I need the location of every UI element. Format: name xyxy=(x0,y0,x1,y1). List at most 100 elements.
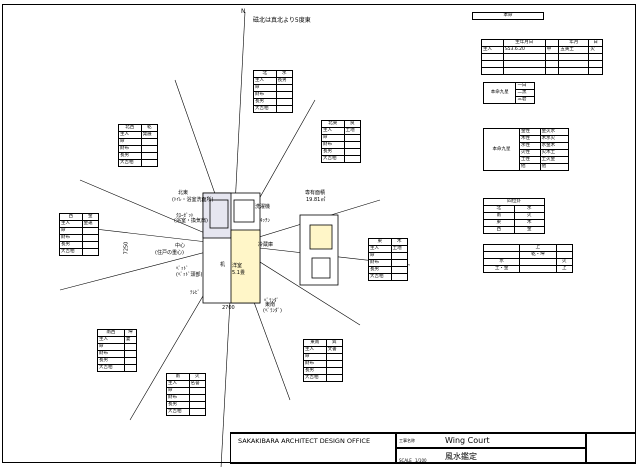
table-cell xyxy=(502,53,546,61)
table-cell: 長男 xyxy=(59,241,83,249)
table-row: 財布 xyxy=(321,141,362,149)
table-cell: 土・金 xyxy=(482,265,521,273)
table-cell xyxy=(81,227,100,235)
table-cell xyxy=(188,394,207,402)
kasei-table: 本命九星金性金火水木性木水火水性水金木火性火木土土性土火金他他 xyxy=(482,128,570,171)
table-cell: 大吉相 xyxy=(166,408,190,416)
table-cell xyxy=(544,60,560,68)
table-cell: 命 xyxy=(253,84,277,92)
table-row: 財布 xyxy=(59,234,100,242)
office-cell xyxy=(230,433,396,464)
table-cell: 財布 xyxy=(118,145,142,153)
table-cell xyxy=(481,60,504,68)
table-cell: 三碧 xyxy=(515,96,535,104)
direction-table-northwest: 北西乾主人発展命財布長男大吉相 xyxy=(118,124,159,167)
table-cell xyxy=(390,266,409,274)
table-header: 北 xyxy=(253,70,277,78)
table-header: 南 xyxy=(166,373,190,381)
table-header: 年月 xyxy=(558,39,590,47)
height-dim: 7250 xyxy=(123,241,130,255)
direction-table-west: 西金主人金運命財布長男大吉相 xyxy=(59,213,100,256)
table-cell xyxy=(481,53,504,61)
table-cell xyxy=(519,265,557,273)
table-cell xyxy=(343,141,362,149)
table-cell: S53.6.20 xyxy=(502,46,546,54)
table-cell: 他 xyxy=(519,163,541,171)
table-row: 財布 xyxy=(253,91,294,99)
plan-label: 5.1畳 xyxy=(232,270,245,276)
table-cell: 発展 xyxy=(140,131,159,139)
table-cell: 主人 xyxy=(118,131,142,139)
table-cell xyxy=(343,155,362,163)
table-row: 命 xyxy=(368,252,409,260)
table-cell xyxy=(555,251,573,259)
table-cell xyxy=(275,98,294,106)
table-cell: 火 xyxy=(588,46,603,54)
table-cell: 木 xyxy=(513,219,545,227)
table-cell: 木水火 xyxy=(539,135,570,143)
table-cell xyxy=(588,53,603,61)
table-cell: 主人 xyxy=(368,245,392,253)
project-name: Wing Court xyxy=(445,436,490,445)
table-cell: 大吉相 xyxy=(253,105,277,113)
table-cell xyxy=(390,259,409,267)
area-value: 19.81㎡ xyxy=(306,197,326,203)
table-header: 木 xyxy=(390,238,409,246)
table-cell: 水 xyxy=(482,258,521,266)
table-cell xyxy=(325,360,344,368)
table-cell: 金性 xyxy=(519,128,541,136)
table-header: 巽 xyxy=(325,339,344,347)
table-cell: 財布 xyxy=(321,141,345,149)
table-cell xyxy=(558,60,590,68)
four-position-table: 四位卦北水南火東木西金 xyxy=(483,198,545,234)
table-row: 主人土地 xyxy=(321,127,362,135)
table-row: 長男 xyxy=(321,148,362,156)
direction-table-southwest: 南西坤主人妻命財布長男大吉相 xyxy=(97,329,138,372)
table-cell: 命 xyxy=(321,134,345,142)
table-cell xyxy=(588,67,603,75)
plan-label: 中心 xyxy=(175,243,186,249)
table-cell xyxy=(275,91,294,99)
table-cell: 長男 xyxy=(118,152,142,160)
table-cell: 五黄土 xyxy=(558,46,590,54)
table-header: 坤 xyxy=(123,329,138,337)
table-row: 財布 xyxy=(303,360,344,368)
table-row: 長男 xyxy=(118,152,159,160)
scale-value: 1/100 xyxy=(415,458,427,463)
title-block: SAKAKIBARA ARCHITECT DESIGN OFFICE 工事名称 … xyxy=(230,432,636,464)
table-row: 命 xyxy=(321,134,362,142)
table-row: 大吉相 xyxy=(253,105,294,113)
table-header: 西 xyxy=(59,213,83,221)
table-cell xyxy=(140,152,159,160)
stamp-cell xyxy=(586,433,636,464)
table-cell: 大吉相 xyxy=(59,248,83,256)
table-row: 大吉相 xyxy=(303,374,344,382)
table-cell xyxy=(123,364,138,372)
table-cell xyxy=(558,53,590,61)
table-cell: 一白 xyxy=(515,82,535,90)
table-cell: 西 xyxy=(483,226,515,234)
table-cell xyxy=(481,39,504,47)
table-row: 主人土地 xyxy=(368,245,409,253)
table-cell: 二黒 xyxy=(515,89,535,97)
plan-label: (ﾍﾞﾗﾝﾀﾞ) xyxy=(263,308,282,314)
table-header xyxy=(544,39,560,47)
table-row: 長男 xyxy=(253,98,294,106)
table-row: 大吉相 xyxy=(118,159,159,167)
table-cell: 長男 xyxy=(368,266,392,274)
plan-label: (ﾄｲﾚ・浴室洗面所) xyxy=(172,197,214,203)
plan-label: ｷｯﾁﾝ xyxy=(260,218,271,224)
table-cell: 大吉相 xyxy=(303,374,327,382)
table-cell xyxy=(140,159,159,167)
table-cell xyxy=(343,134,362,142)
table-cell: 金 xyxy=(513,226,545,234)
table-row: 大吉相 xyxy=(97,364,138,372)
table-cell: 乾・坤 xyxy=(519,251,557,259)
plan-label: ﾍﾞﾗﾝﾀﾞ xyxy=(264,298,280,304)
top-note: 磁北は真北より5度東 xyxy=(253,17,311,24)
table-cell xyxy=(275,84,294,92)
info-title: 本命 xyxy=(472,12,544,20)
table-row: 主人名誉 xyxy=(166,380,207,388)
